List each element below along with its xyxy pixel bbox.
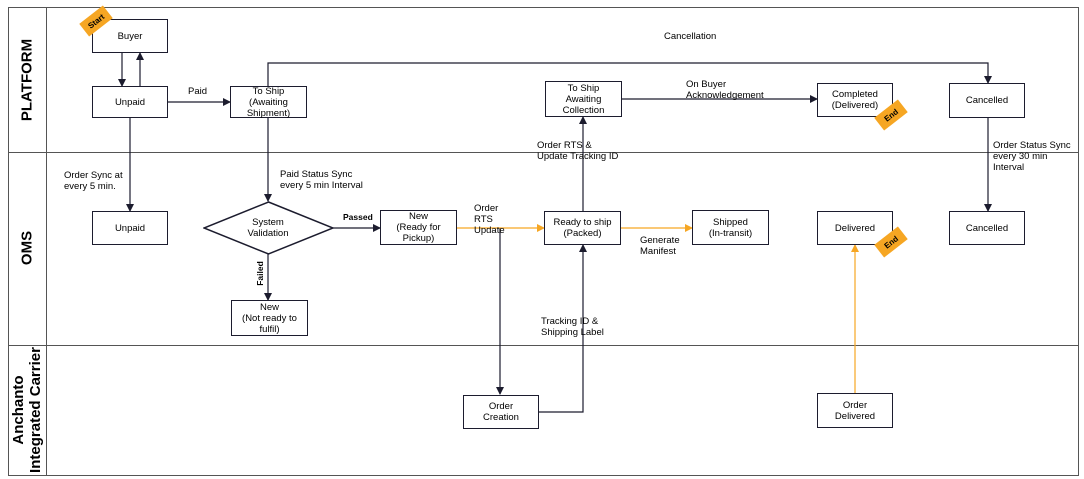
node-system-validation (203, 201, 334, 255)
label-order-status-sync: Order Status Sync every 30 min Interval (993, 140, 1071, 173)
edge-cancellation (267, 62, 992, 86)
label-failed: Failed (254, 261, 265, 286)
node-new-not-ready: New (Not ready to fulfil) (231, 300, 308, 336)
label-tracking-shipping-label: Tracking ID & Shipping Label (541, 316, 604, 338)
node-unpaid-oms: Unpaid (92, 211, 168, 245)
lane-divider-oms-carrier (8, 345, 1078, 346)
node-completed-delivered: Completed (Delivered) (817, 83, 893, 117)
node-cancelled-oms: Cancelled (949, 211, 1025, 245)
diagram-frame (8, 7, 1079, 476)
label-passed: Passed (343, 212, 373, 222)
node-to-ship-awaiting-shipment: To Ship (Awaiting Shipment) (230, 86, 307, 119)
label-on-buyer-ack: On Buyer Acknowledgement (686, 79, 764, 101)
edge-order-creation-to-packed (539, 244, 587, 413)
node-ready-to-ship-packed: Ready to ship (Packed) (544, 211, 621, 245)
label-order-rts-update: Order RTS Update (474, 203, 505, 236)
node-shipped-in-transit: Shipped (In-transit) (692, 210, 769, 245)
node-cancelled-platform: Cancelled (949, 83, 1025, 118)
label-cancellation: Cancellation (664, 31, 717, 42)
node-new-ready-for-pickup: New (Ready for Pickup) (380, 210, 457, 245)
label-paid-status-sync: Paid Status Sync every 5 min Interval (280, 169, 363, 191)
node-unpaid-platform: Unpaid (92, 86, 168, 118)
lane-header-divider (46, 8, 47, 476)
label-order-sync: Order Sync at every 5 min. (64, 170, 123, 192)
node-order-delivered: Order Delivered (817, 393, 893, 428)
node-to-ship-awaiting-collection: To Ship Awaiting Collection (545, 81, 622, 117)
node-order-creation: Order Creation (463, 395, 539, 429)
node-system-validation-label: System Validation (247, 217, 289, 239)
label-generate-manifest: Generate Manifest (640, 235, 680, 257)
node-buyer: Buyer (92, 19, 168, 53)
lane-divider-platform-oms (8, 152, 1078, 153)
label-order-rts-update-tracking: Order RTS & Update Tracking ID (537, 140, 619, 162)
label-paid: Paid (188, 86, 208, 97)
